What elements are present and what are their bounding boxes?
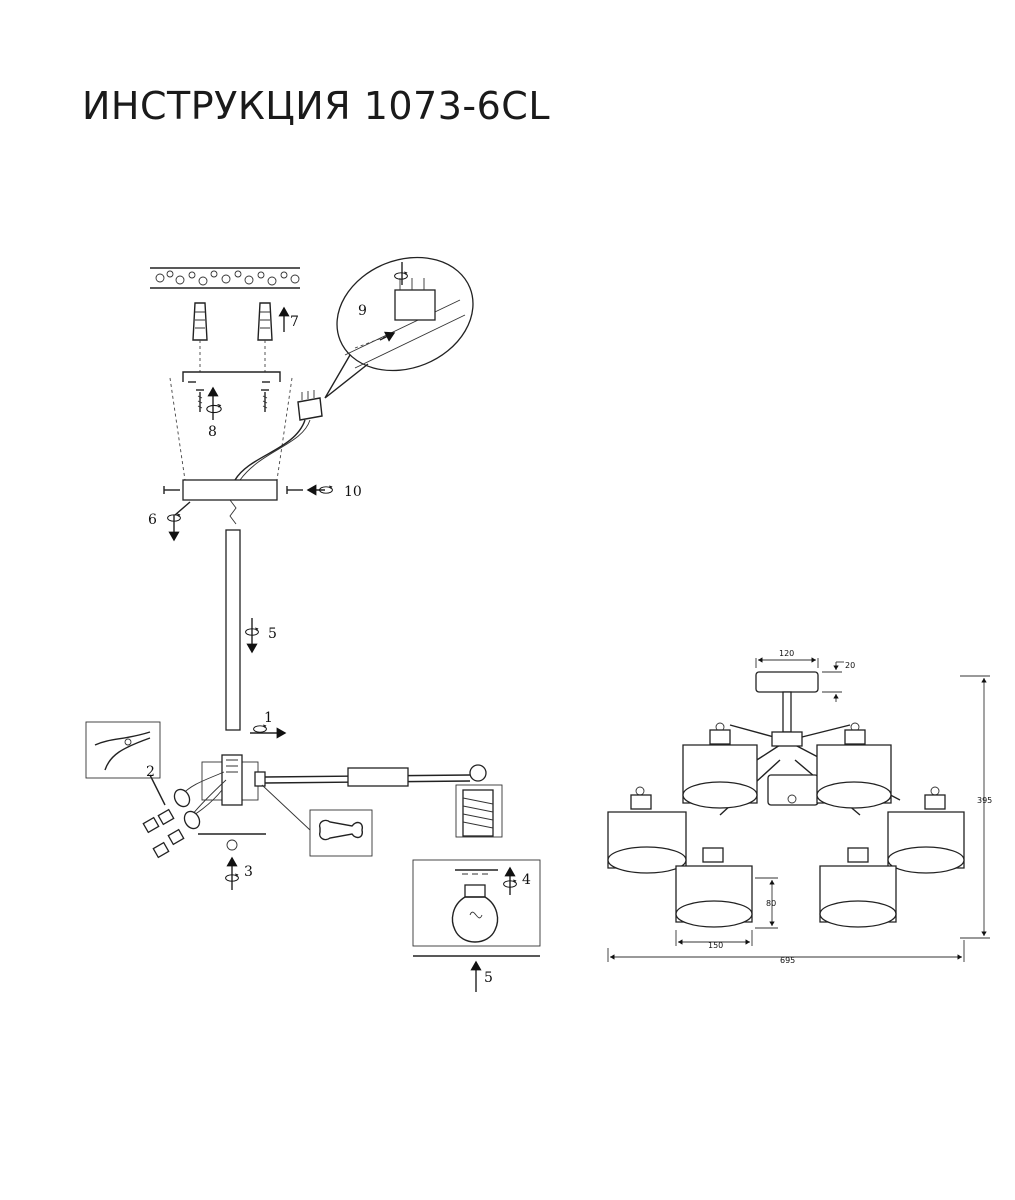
mounting-bracket (169, 371, 293, 481)
supply-wire (234, 419, 306, 481)
side-screw-left (163, 486, 180, 494)
dimension-canopy-height (822, 661, 844, 702)
ceiling-texture (150, 267, 300, 289)
wall-dowel-right (257, 302, 273, 372)
rotate-icon (206, 403, 222, 414)
side-screw-right (286, 486, 303, 494)
step-label-10: 10 (344, 484, 362, 500)
dimension-total-width (607, 940, 965, 962)
dimension-label-canopy-height: 20 (845, 661, 855, 670)
lampshade-right (887, 794, 965, 874)
step-label-2: 2 (146, 764, 155, 780)
lampshade-back-left (682, 729, 758, 809)
dimension-total-height (960, 675, 990, 939)
lampshade-left (607, 794, 687, 874)
page-title: ИНСТРУКЦИЯ 1073-6CL (82, 84, 551, 128)
step-label-5: 5 (484, 970, 493, 986)
central-hub (221, 754, 243, 806)
dimension-label-canopy-width: 120 (779, 649, 794, 658)
terminal-block (297, 390, 323, 421)
step-label-1: 1 (264, 710, 273, 726)
step-label-3: 3 (244, 864, 253, 880)
step-label-8: 8 (208, 424, 217, 440)
step-label-6: 6 (148, 512, 157, 528)
dimension-label-shade-height: 80 (766, 899, 776, 908)
pliers-detail (85, 721, 161, 779)
lampshade-front-right (819, 847, 897, 928)
dimension-canopy-width (755, 657, 819, 668)
chandelier-front-view (635, 671, 940, 816)
canopy (182, 479, 278, 501)
wrench-detail (261, 784, 373, 857)
step-label-9: 9 (358, 303, 367, 319)
rotate-icon (252, 724, 268, 733)
screw-left (196, 389, 204, 412)
step-label-5: 5 (268, 626, 277, 642)
dimension-shade-width (675, 930, 753, 946)
lamp-socket (462, 789, 494, 837)
bulb-detail (412, 859, 541, 947)
lampshade-back-right (816, 729, 892, 809)
step-label-4: 4 (522, 872, 531, 888)
downrod (225, 529, 241, 731)
screw-right (261, 389, 269, 412)
dimension-label-total-height: 395 (977, 796, 992, 805)
wall-dowel-left (192, 302, 208, 372)
wire-connectors (142, 788, 201, 859)
terminal-detail-callout (324, 256, 474, 399)
lampshade-front-left (675, 847, 753, 928)
step-label-7: 7 (290, 314, 299, 330)
dimension-shade-height (755, 877, 778, 929)
dimension-label-total-width: 695 (780, 956, 795, 965)
dimension-label-shade-width: 150 (708, 941, 723, 950)
